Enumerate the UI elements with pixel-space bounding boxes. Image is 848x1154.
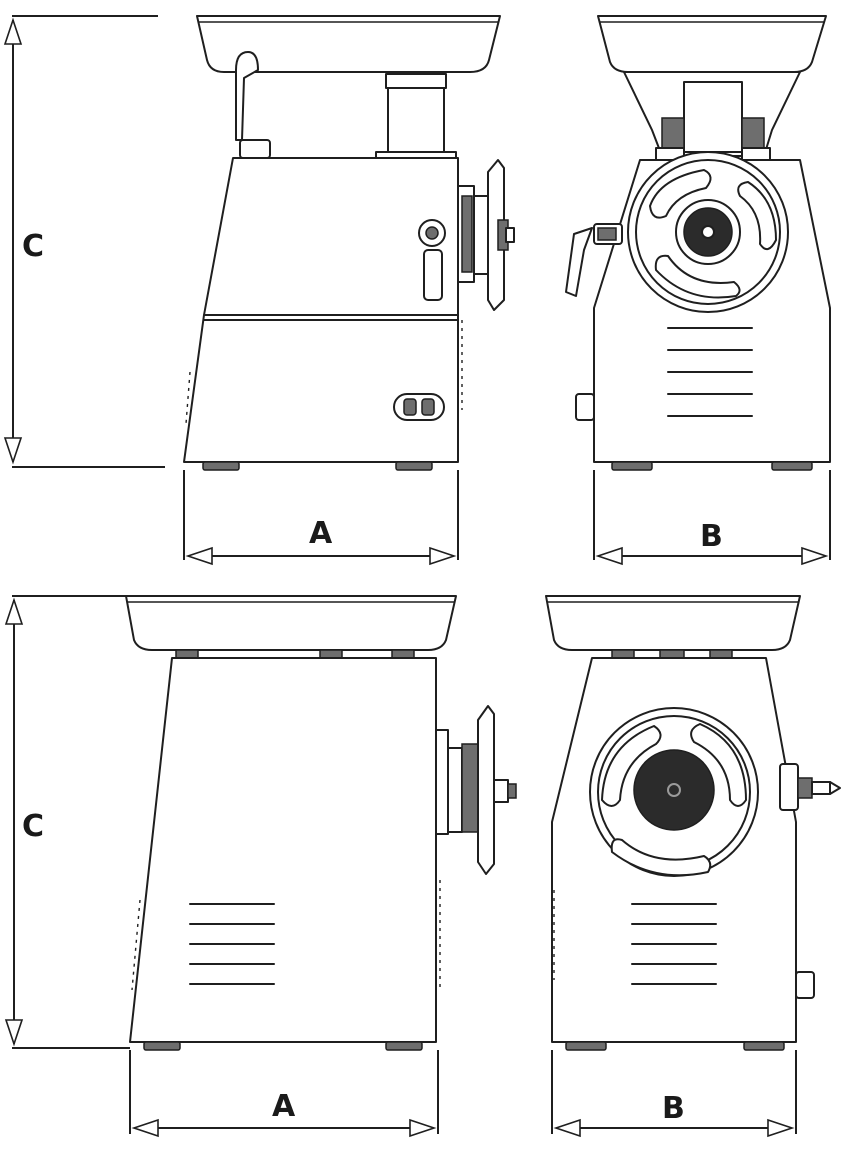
dimension-label-a-bottom: A bbox=[272, 1089, 296, 1124]
side-view-top: C bbox=[3, 15, 515, 566]
dimension-c-bottom: C bbox=[4, 595, 130, 1049]
vent-slots bbox=[667, 327, 753, 417]
dimension-a-bottom: A bbox=[129, 1050, 439, 1138]
dimension-label-a: A bbox=[309, 516, 333, 551]
dimension-c-top: C bbox=[3, 15, 165, 468]
vent-slots-bottom-right bbox=[631, 903, 717, 985]
dimension-label-b-bottom: B bbox=[662, 1091, 685, 1126]
dimension-label-c-bottom: C bbox=[22, 809, 44, 844]
dimension-b-top: B bbox=[593, 470, 831, 566]
dimension-label-b: B bbox=[700, 519, 723, 554]
front-view-bottom: B bbox=[545, 595, 841, 1138]
vent-slots-bottom-left bbox=[189, 903, 275, 985]
side-view-bottom: C bbox=[4, 595, 517, 1138]
dimension-label-c: C bbox=[22, 229, 44, 264]
dimension-b-bottom: B bbox=[551, 1050, 797, 1138]
front-view-top: B bbox=[565, 15, 831, 566]
dimension-a-top: A bbox=[183, 470, 459, 566]
